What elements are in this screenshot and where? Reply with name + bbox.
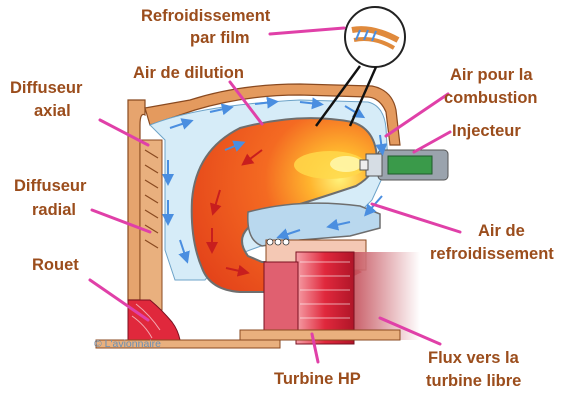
label-radial-diffuser-1: Diffuseur xyxy=(14,177,87,195)
label-hp-turbine: Turbine HP xyxy=(274,370,361,388)
label-impeller: Rouet xyxy=(32,256,79,274)
impeller xyxy=(127,299,181,341)
label-film-cooling-2: par film xyxy=(190,29,250,47)
label-axial-diffuser-2: axial xyxy=(34,102,71,120)
label-dilution-air: Air de dilution xyxy=(133,64,244,82)
label-combustion-air-1: Air pour la xyxy=(450,66,533,84)
copyright-notice: © L'avionnaire xyxy=(94,338,161,350)
nozzle-detail xyxy=(266,238,290,246)
label-radial-diffuser-2: radial xyxy=(32,201,76,219)
base-plate xyxy=(95,339,281,349)
label-injector: Injecteur xyxy=(452,122,521,140)
label-free-turbine-flow-2: turbine libre xyxy=(426,372,521,390)
diffuser-vanes xyxy=(144,149,159,249)
label-free-turbine-flow-1: Flux vers la xyxy=(428,349,520,367)
injector xyxy=(359,149,449,181)
label-cooling-air-2: refroidissement xyxy=(430,245,554,263)
film-cooling-magnifier xyxy=(315,6,406,127)
air-flow-arrows xyxy=(162,96,388,264)
label-film-cooling-1: Refroidissement xyxy=(141,7,271,25)
turbine-base xyxy=(239,329,401,341)
leader-lines xyxy=(88,26,462,364)
label-axial-diffuser-1: Diffuseur xyxy=(10,79,83,97)
top-casing xyxy=(144,83,401,146)
label-combustion-air-2: combustion xyxy=(444,89,538,107)
diffuser-column xyxy=(139,139,163,311)
label-cooling-air-1: Air de xyxy=(478,222,525,240)
exhaust-duct xyxy=(352,252,420,340)
hp-turbine-rotor xyxy=(263,251,355,345)
